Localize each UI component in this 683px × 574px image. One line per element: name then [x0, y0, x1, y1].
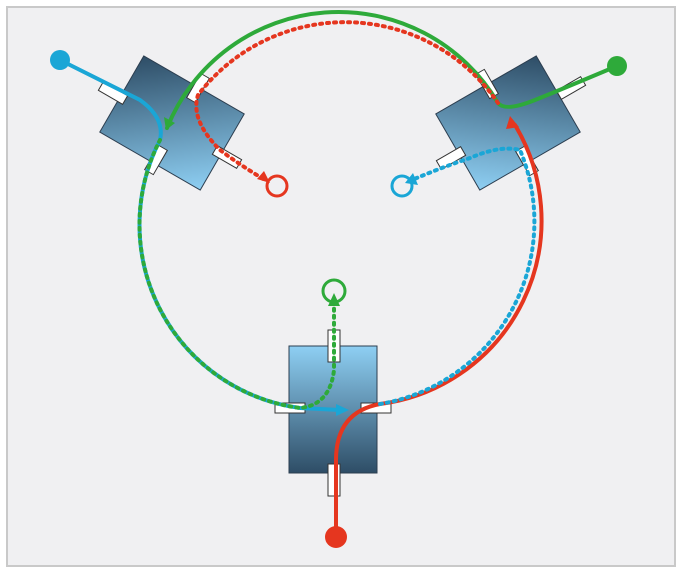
red-dotted-path	[194, 20, 500, 182]
blue-solid-arrowhead	[336, 404, 349, 416]
green-target-circle	[321, 278, 347, 304]
red-dotted-arrowhead	[257, 171, 270, 183]
red-solid-arrowhead	[506, 116, 519, 129]
blue-solid-path	[58, 58, 342, 412]
green-solid-path	[165, 10, 619, 130]
red-solid-path	[334, 123, 544, 537]
module-bottom	[274, 329, 392, 497]
blue-dotted-arrowhead	[405, 173, 418, 185]
blue-dotted-path	[378, 146, 537, 406]
green-dotted-path	[137, 138, 336, 411]
diagram-frame	[6, 6, 676, 567]
blue-target-circle	[390, 174, 414, 198]
green-solid-arrowhead	[164, 117, 175, 130]
red-source-dot	[325, 526, 347, 548]
blue-source-dot	[50, 50, 70, 70]
red-target-circle	[265, 174, 289, 198]
green-source-dot	[607, 56, 627, 76]
